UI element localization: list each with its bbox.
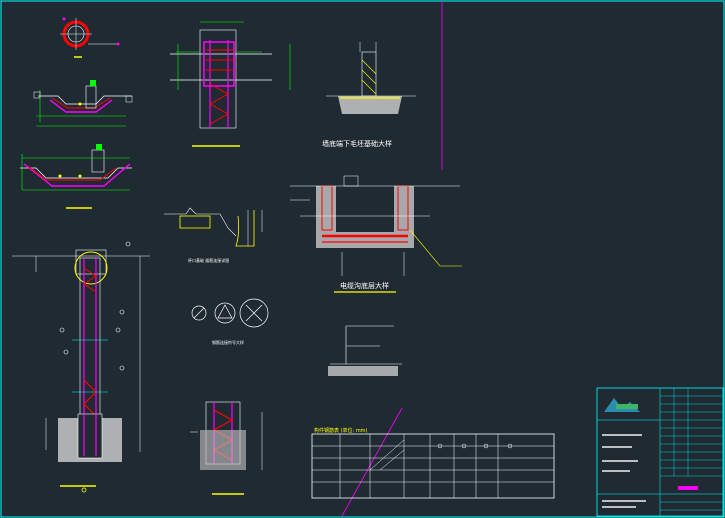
beam-column-joint	[170, 21, 291, 147]
rebar-symbols: 钢筋连接符号大样	[191, 298, 269, 345]
cup-foundation-detail: 杯口基础 插筋连接详图	[164, 207, 263, 263]
wall-footing-detail: 墙底端下毛坯基础大样	[322, 42, 416, 148]
beam-section-2	[20, 144, 132, 209]
pipe-detail	[190, 401, 263, 495]
beam-section-1	[33, 80, 133, 127]
caption-rebar-symbols: 钢筋连接符号大样	[212, 339, 244, 345]
step-detail	[328, 325, 402, 376]
rebar-table: 构件钢筋表 (单位: mm)	[311, 427, 555, 499]
tall-column-elevation	[12, 241, 150, 493]
cable-ditch-section: 电缆沟底层大样	[290, 175, 462, 293]
caption-ditch-section: 电缆沟底层大样	[340, 281, 389, 290]
table-title: 构件钢筋表 (单位: mm)	[314, 427, 368, 434]
column-round-section	[60, 17, 120, 58]
title-block	[596, 387, 724, 517]
caption-foundation-section: 墙底端下毛坯基础大样	[322, 139, 392, 148]
magenta-diagonal	[341, 407, 403, 517]
caption-cup-foundation: 杯口基础 插筋连接详图	[188, 257, 229, 263]
